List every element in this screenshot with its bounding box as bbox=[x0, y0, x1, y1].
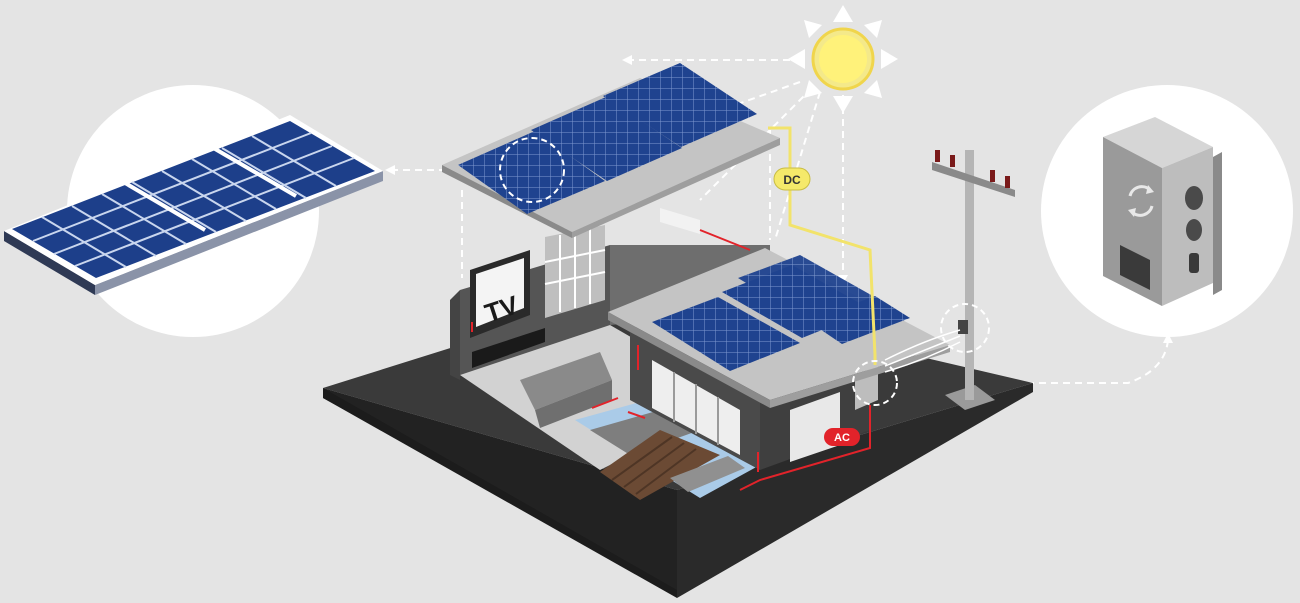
ac-wire bbox=[471, 229, 871, 491]
utility-pole-icon bbox=[884, 150, 1015, 410]
roof-garage bbox=[608, 248, 950, 408]
ac-label: AC bbox=[834, 432, 850, 444]
dc-wire bbox=[768, 126, 877, 365]
solar-panel-icon bbox=[4, 115, 383, 295]
roof-main bbox=[442, 63, 780, 238]
garage-building bbox=[630, 325, 878, 470]
sun-icon bbox=[788, 5, 898, 113]
ac-badge: AC bbox=[824, 428, 860, 446]
dc-badge: DC bbox=[773, 167, 811, 191]
dc-label: DC bbox=[783, 173, 801, 187]
inverter-icon bbox=[1103, 117, 1222, 306]
pool bbox=[575, 402, 760, 500]
